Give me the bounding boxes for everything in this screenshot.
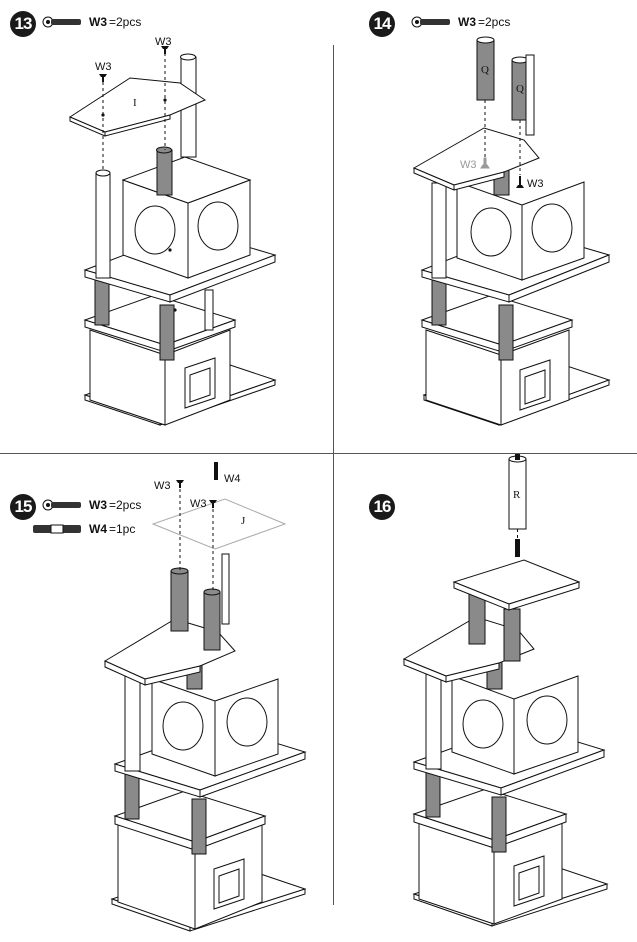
divider-horizontal xyxy=(0,453,637,454)
parts-list-w3: W3=2pcs xyxy=(42,15,142,29)
label-post-q-left: Q xyxy=(481,64,489,76)
part-code: W3 xyxy=(89,498,107,512)
step-13-panel: 13 W3=2pcs xyxy=(0,0,318,453)
parts-list-w3: W3=2pcs xyxy=(42,498,142,512)
step-15-illustration: W3 W3 W4 J xyxy=(103,462,307,932)
label-w3-left: W3 xyxy=(95,61,112,73)
step-number-badge: 16 xyxy=(369,494,395,520)
step-15-panel: 15 W3=2pcs W4=1pc xyxy=(0,454,318,932)
step-14-panel: 14 W3=2pcs xyxy=(334,0,637,453)
label-w3: W3 xyxy=(527,178,544,190)
label-panel-i: I xyxy=(133,97,137,109)
label-w3-ghost: W3 xyxy=(460,159,477,171)
step-number-badge: 14 xyxy=(369,11,395,37)
part-code: W4 xyxy=(89,522,107,536)
step-14-illustration: Q Q W3 W3 xyxy=(412,36,611,426)
label-post-r: R xyxy=(513,489,521,501)
divider-vertical xyxy=(333,45,334,905)
step-16-illustration: R xyxy=(402,454,609,927)
bolt-icon xyxy=(42,16,81,28)
bolt-icon xyxy=(42,499,81,511)
part-qty: =2pcs xyxy=(109,15,142,29)
bolt-icon xyxy=(411,16,450,28)
label-panel-j: J xyxy=(241,515,246,527)
parts-list-w4: W4=1pc xyxy=(33,522,135,536)
label-w3-left: W3 xyxy=(154,480,171,492)
part-qty: =1pc xyxy=(109,522,136,536)
step-number-badge: 15 xyxy=(10,494,36,520)
part-qty: =2pcs xyxy=(478,15,511,29)
label-w3-right: W3 xyxy=(155,36,172,48)
step-number-badge: 13 xyxy=(10,11,36,37)
label-w4: W4 xyxy=(224,473,241,485)
parts-list-w3: W3=2pcs xyxy=(411,15,511,29)
part-code: W3 xyxy=(458,15,476,29)
step-16-panel: 16 xyxy=(334,454,637,927)
part-qty: =2pcs xyxy=(109,498,142,512)
label-w3-mid: W3 xyxy=(190,498,207,510)
step-13-illustration: W3 W3 I xyxy=(68,36,277,426)
dowel-icon xyxy=(33,524,81,534)
label-post-q-right: Q xyxy=(516,83,524,95)
part-code: W3 xyxy=(89,15,107,29)
